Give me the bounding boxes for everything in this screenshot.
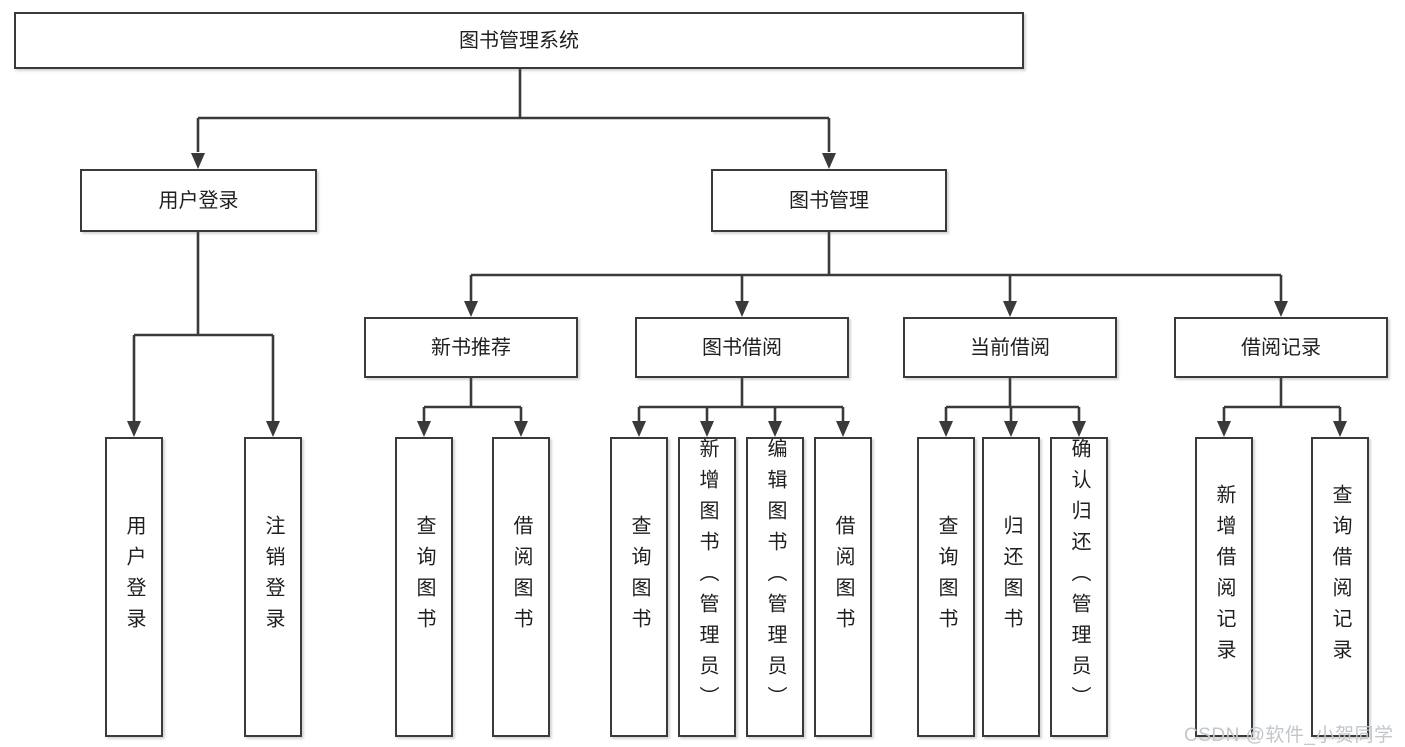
arrow-down-icon — [632, 421, 850, 437]
connector-user-login-children — [127, 232, 280, 437]
node-new-book-recommendation: 新书推荐 — [364, 317, 578, 378]
leaf-edit-book-admin: 编辑图书（管理员） — [746, 437, 804, 737]
node-label: 当前借阅 — [970, 336, 1050, 359]
leaf-confirm-return-admin: 确认归还（管理员） — [1050, 437, 1108, 737]
arrow-down-icon — [939, 421, 1086, 437]
node-label: 新书推荐 — [431, 336, 511, 359]
leaf-borrow-books-borrow: 借阅图书 — [814, 437, 872, 737]
connector-book-mgmt-modules — [464, 232, 1288, 317]
node-label: 借阅记录 — [1241, 336, 1321, 359]
leaf-label: 借阅图书 — [832, 515, 854, 639]
connector-root-to-level2 — [191, 69, 836, 169]
leaf-logout-login: 注销登录 — [244, 437, 302, 737]
leaf-label: 查询图书 — [628, 515, 650, 639]
connector-borrow-record-children — [1217, 378, 1347, 437]
leaf-query-books-current: 查询图书 — [917, 437, 975, 737]
node-borrowing-records: 借阅记录 — [1174, 317, 1388, 378]
connector-current-borrow-children — [939, 378, 1086, 437]
node-label: 图书管理系统 — [459, 29, 579, 52]
node-label: 用户登录 — [158, 189, 239, 212]
arrow-down-icon — [464, 301, 1288, 317]
arrow-down-icon — [417, 421, 528, 437]
node-library-system: 图书管理系统 — [14, 12, 1024, 69]
leaf-label: 借阅图书 — [510, 515, 532, 639]
leaf-user-login: 用户登录 — [105, 437, 163, 737]
leaf-query-books-recommend: 查询图书 — [395, 437, 453, 737]
leaf-label: 注销登录 — [262, 515, 284, 639]
node-label: 图书管理 — [789, 189, 869, 212]
leaf-query-borrow-record: 查询借阅记录 — [1311, 437, 1369, 737]
node-book-management: 图书管理 — [711, 169, 947, 232]
leaf-return-book: 归还图书 — [982, 437, 1040, 737]
arrow-down-icon — [191, 153, 836, 169]
node-user-login: 用户登录 — [80, 169, 317, 232]
leaf-label: 编辑图书（管理员） — [764, 437, 786, 717]
leaf-query-books-borrow: 查询图书 — [610, 437, 668, 737]
node-book-borrowing: 图书借阅 — [635, 317, 849, 378]
leaf-label: 用户登录 — [123, 515, 145, 639]
leaf-add-book-admin: 新增图书（管理员） — [678, 437, 736, 737]
leaf-label: 归还图书 — [1000, 515, 1022, 639]
connector-book-borrow-children — [632, 378, 850, 437]
leaf-label: 确认归还（管理员） — [1068, 437, 1090, 717]
leaf-add-borrow-record: 新增借阅记录 — [1195, 437, 1253, 737]
arrow-down-icon — [127, 421, 280, 437]
connector-new-book-children — [417, 378, 528, 437]
leaf-borrow-books-recommend: 借阅图书 — [492, 437, 550, 737]
leaf-label: 新增图书（管理员） — [696, 437, 718, 717]
leaf-label: 查询图书 — [413, 515, 435, 639]
leaf-label: 查询图书 — [935, 515, 957, 639]
node-current-borrowing: 当前借阅 — [903, 317, 1117, 378]
leaf-label: 查询借阅记录 — [1329, 484, 1351, 670]
leaf-label: 新增借阅记录 — [1213, 484, 1235, 670]
node-label: 图书借阅 — [702, 336, 782, 359]
arrow-down-icon — [1217, 421, 1347, 437]
watermark: CSDN @软件_小贺同学 — [1184, 725, 1394, 746]
